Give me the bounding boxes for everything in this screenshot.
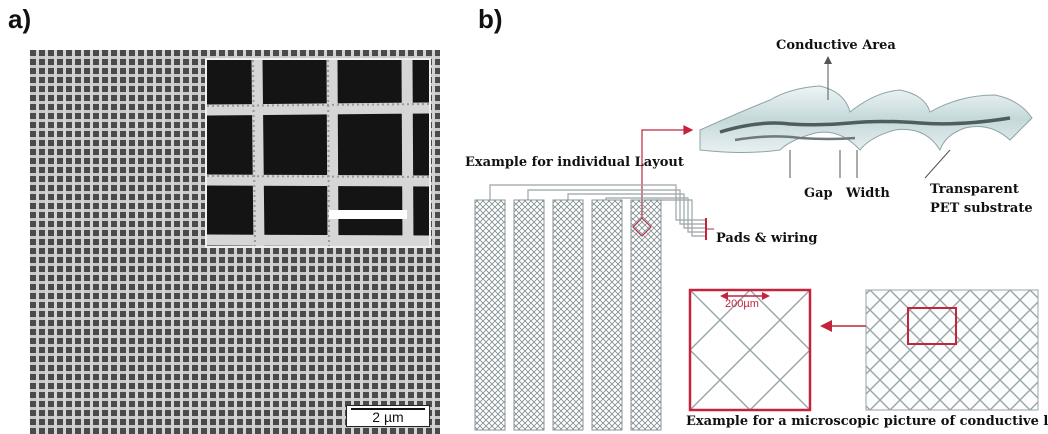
- panel-a-label: a): [8, 4, 32, 34]
- substrate-label-line2: PET substrate: [930, 201, 1033, 216]
- conductive-area-label: Conductive Area: [776, 38, 896, 53]
- micro-scale-label: 200µm: [725, 298, 759, 310]
- gap-label: Gap: [804, 186, 833, 201]
- pads: [705, 218, 714, 240]
- micro-overview: [820, 289, 1039, 411]
- panel-b-label: b): [478, 4, 503, 34]
- substrate-label-line1: Transparent: [930, 182, 1019, 197]
- inset-scale-bar: [329, 210, 407, 219]
- width-label: Width: [846, 186, 890, 201]
- pet-film-graphic: [699, 56, 1033, 179]
- individual-layout-label: Example for individual Layout: [465, 155, 684, 170]
- pads-wiring-label: Pads & wiring: [716, 231, 818, 246]
- sem-scale-text: 2 µm: [372, 409, 404, 425]
- micro-zoom: [688, 288, 812, 412]
- electrode-stripes: [474, 199, 662, 431]
- sem-scale-bar: 2 µm: [346, 405, 430, 427]
- inset-grid-graphic: [207, 60, 429, 246]
- wiring-lines: [489, 184, 706, 237]
- sem-inset-zoom: [205, 58, 431, 248]
- microscopic-caption: Example for a microscopic picture of con…: [686, 414, 1048, 429]
